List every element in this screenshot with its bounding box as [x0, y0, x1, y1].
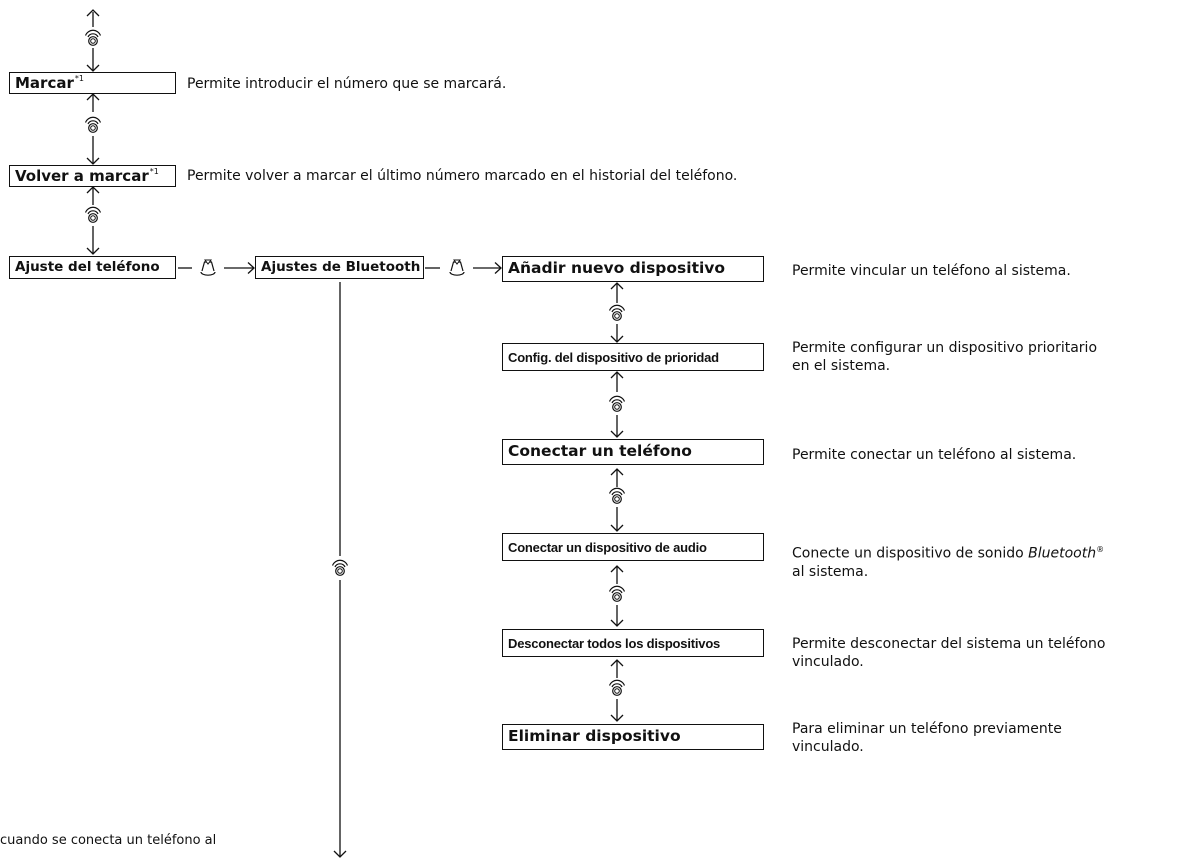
submenu-add-device[interactable]: Añadir nuevo dispositivo	[502, 256, 764, 282]
dial-press-icon	[200, 259, 216, 276]
dial-press-icon	[449, 259, 465, 276]
menu-item-dial[interactable]: Marcar*1	[9, 72, 176, 94]
menu-item-redial[interactable]: Volver a marcar*1	[9, 165, 176, 187]
menu-item-phone-settings[interactable]: Ajuste del teléfono	[9, 256, 176, 279]
bluetooth-long-connector	[331, 282, 349, 858]
delete-device-description: Para eliminar un teléfono previamente vi…	[792, 721, 1062, 755]
menu-item-bluetooth-settings[interactable]: Ajustes de Bluetooth	[255, 256, 424, 279]
scroll-arrows-redial-settings	[84, 186, 102, 255]
connect-audio-description: Conecte un dispositivo de sonido Bluetoo…	[792, 545, 1105, 580]
connect-phone-description: Permite conectar un teléfono al sistema.	[792, 447, 1077, 463]
scroll-arrows-top	[84, 9, 102, 72]
dial-description: Permite introducir el número que se marc…	[187, 76, 507, 92]
redial-description: Permite volver a marcar el último número…	[187, 168, 738, 184]
submenu-connect-phone[interactable]: Conectar un teléfono	[502, 439, 764, 465]
scroll-arrows-dial-redial	[84, 93, 102, 165]
footnote-text: cuando se conecta un teléfono al	[0, 833, 217, 848]
submenu-connectors	[608, 282, 626, 722]
disconnect-all-description: Permite desconectar del sistema un teléf…	[792, 636, 1106, 670]
footnote-mark: *1	[74, 74, 84, 83]
footnote-mark: *1	[149, 167, 159, 176]
press-connector-2	[425, 259, 502, 276]
dial-rotate-icon	[331, 559, 349, 576]
submenu-disconnect-all[interactable]: Desconectar todos los dispositivos	[502, 629, 764, 657]
submenu-priority-device[interactable]: Config. del dispositivo de prioridad	[502, 343, 764, 371]
dial-rotate-icon	[84, 116, 102, 133]
dial-rotate-icon	[84, 29, 102, 46]
add-device-description: Permite vincular un teléfono al sistema.	[792, 263, 1071, 279]
submenu-delete-device[interactable]: Eliminar dispositivo	[502, 724, 764, 750]
dial-rotate-icon	[84, 206, 102, 223]
submenu-connect-audio[interactable]: Conectar un dispositivo de audio	[502, 533, 764, 561]
press-connector-1	[178, 259, 255, 276]
priority-device-description: Permite configurar un dispositivo priori…	[792, 340, 1098, 374]
